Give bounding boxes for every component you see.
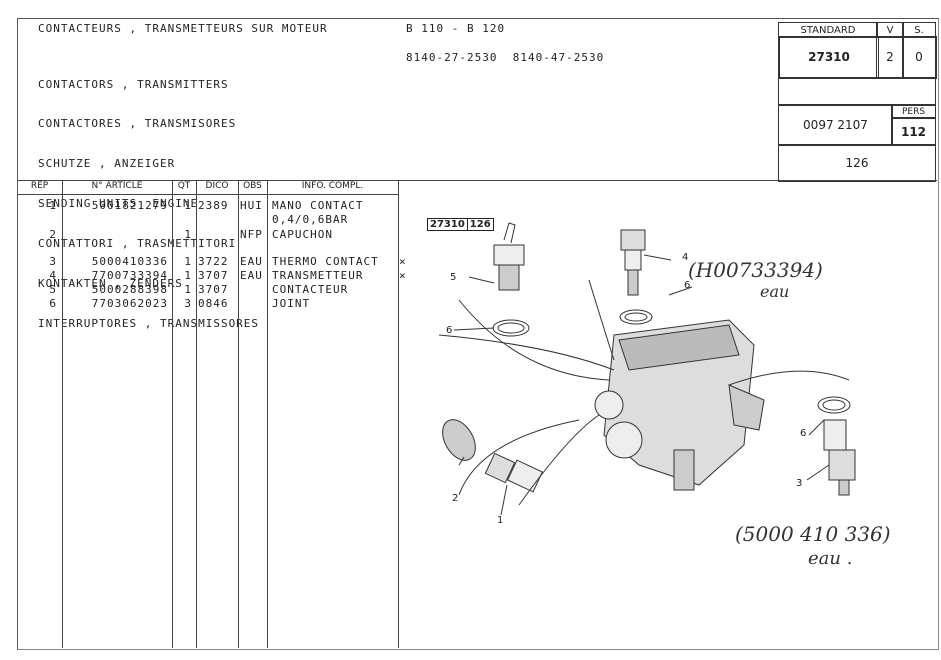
title-line: CONTATTORI , TRASMETTITORI [38,237,237,251]
cell-rep: 4 [49,269,57,282]
col-article: N° ARTICLE [91,181,143,191]
cell-article: 7703062023 [91,297,168,310]
cell-dico: 0846 [198,297,229,310]
figure-ref: 27310 126 [427,218,494,231]
cell-qt: 1 [184,199,192,212]
cell-info2: 0,4/0,6BAR [272,213,349,226]
title-line: INTERRUPTORES , TRANSMISSORES [38,316,260,330]
blank-cell [778,78,936,106]
handwritten-note-1-sub: eau [760,282,790,301]
cell-rep: 3 [49,255,57,268]
cell-dico: 3707 [198,269,229,282]
callout-6b: 6 [684,280,691,291]
cell-info: JOINT [272,297,311,310]
cell-rep: 6 [49,297,57,310]
callout-4: 4 [682,252,689,263]
cap-icon [442,419,476,461]
sensor-4-icon [620,229,646,296]
callout-1: 1 [497,515,504,526]
cell-qt: 1 [184,269,192,282]
cell-article: 7700733394 [91,269,168,282]
callout-6a: 6 [446,325,453,336]
cell-obs: NFP [240,228,263,241]
page-frame [17,18,939,650]
cell-qt: 3 [184,297,192,310]
s-label: S. [902,22,936,38]
col-dico: DICO [205,181,229,191]
sensor-3-icon [823,419,856,496]
cell-dico: 2389 [198,199,229,212]
page-number: 126 [778,144,936,182]
cell-rep: 5 [49,283,57,296]
cell-mark: × [399,269,407,282]
figure-ref-a: 27310 [428,219,468,230]
cell-obs: HUI [240,199,263,212]
cell-info: TRANSMETTEUR [272,269,364,282]
cell-rep: 1 [49,199,57,212]
cell-rep: 2 [49,228,57,241]
callout-6c: 6 [800,428,807,439]
sensor-1-icon [484,452,544,493]
cell-article: 5001821279 [91,199,168,212]
titles-block: CONTACTORS , TRANSMITTERS CONTACTORES , … [38,51,259,344]
s-value: 0 [902,36,937,79]
pers-value: 112 [891,117,936,146]
handwritten-note-2: (5000 410 336) [735,522,891,546]
engine-codes: 8140-27-2530 8140-47-2530 [406,51,605,64]
handwritten-note-2-sub: eau . [808,548,853,569]
cell-qt: 1 [184,283,192,296]
col-qt: QT [177,181,191,191]
title-line: CONTACTORS , TRANSMITTERS [38,77,229,91]
title-line: CONTACTORES , TRANSMISORES [38,117,237,131]
sensor-5-icon [493,222,525,291]
cell-info: THERMO CONTACT [272,255,379,268]
cell-qt: 1 [184,228,192,241]
pers-label: PERS [891,104,936,119]
standard-label: STANDARD [778,22,878,38]
title-line: SENDING UNITS ENGINE [38,197,199,211]
cell-obs: EAU [240,269,263,282]
cell-dico: 3722 [198,255,229,268]
cell-article: 5000410336 [91,255,168,268]
title-fr: CONTACTEURS , TRANSMETTEURS SUR MOTEUR [38,22,328,35]
cell-article: 5000288398 [91,283,168,296]
col-rep: REP [30,181,49,191]
cell-info: CONTACTEUR [272,283,349,296]
v-value: 2 [876,36,904,79]
engine-illustration [438,222,856,516]
cell-info: MANO CONTACT [272,199,364,212]
code-value: 0097 2107 [778,104,893,146]
callout-3: 3 [796,478,803,489]
callout-2: 2 [452,493,459,504]
models: B 110 - B 120 [406,22,506,35]
cell-mark: × [399,255,407,268]
title-line: SCHUTZE , ANZEIGER [38,157,176,171]
callout-5: 5 [450,272,457,283]
cell-info: CAPUCHON [272,228,333,241]
v-label: V [876,22,904,38]
cell-qt: 1 [184,255,192,268]
figure-ref-b: 126 [469,219,491,230]
cell-obs: EAU [240,255,263,268]
col-info: INFO. COMPL. [301,181,364,191]
standard-value: 27310 [778,36,879,79]
title-line: KONTAKTEN , ZENDERS [38,277,183,291]
cell-dico: 3707 [198,283,229,296]
col-obs: OBS [243,181,262,191]
handwritten-note-1: (H00733394) [688,258,823,282]
